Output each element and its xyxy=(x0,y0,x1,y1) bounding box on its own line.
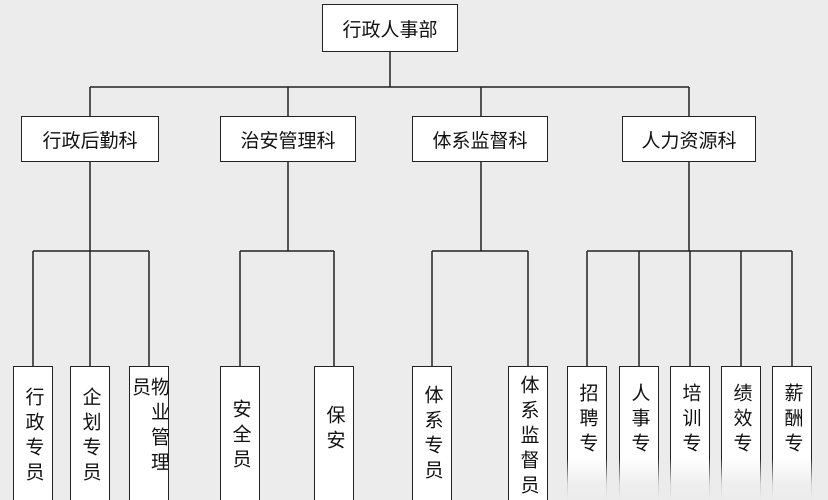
position-node: 保安 xyxy=(314,366,354,500)
position-label: 体系专员 xyxy=(421,385,444,485)
dept-node: 行政后勤科 xyxy=(21,116,159,162)
position-label: 薪酬专 xyxy=(781,383,804,458)
position-node: 物业管理员 xyxy=(129,366,169,500)
position-label: 体系监督员 xyxy=(517,375,540,500)
position-node: 薪酬专 xyxy=(772,366,812,500)
position-node: 企划专员 xyxy=(70,366,110,500)
position-label: 招聘专 xyxy=(576,383,599,458)
position-label: 人事专 xyxy=(628,383,651,458)
position-label: 绩效专 xyxy=(730,383,753,458)
position-label: 物业管理员 xyxy=(129,377,169,477)
dept-node: 体系监督科 xyxy=(412,116,548,162)
position-node: 培训专 xyxy=(670,366,710,500)
position-node: 行政专员 xyxy=(13,366,53,500)
position-node: 绩效专 xyxy=(721,366,761,500)
position-label: 培训专 xyxy=(679,383,702,458)
position-node: 体系监督员 xyxy=(508,366,548,500)
position-node: 体系专员 xyxy=(412,366,452,500)
position-label: 企划专员 xyxy=(79,387,102,487)
dept-node: 治安管理科 xyxy=(220,116,356,162)
position-label: 安全员 xyxy=(229,399,252,474)
position-node: 招聘专 xyxy=(567,366,607,500)
position-label: 保安 xyxy=(323,405,346,455)
root-node: 行政人事部 xyxy=(322,4,458,52)
position-node: 安全员 xyxy=(220,366,260,500)
position-node: 人事专 xyxy=(619,366,659,500)
dept-node: 人力资源科 xyxy=(622,116,756,162)
position-label: 行政专员 xyxy=(22,387,45,487)
